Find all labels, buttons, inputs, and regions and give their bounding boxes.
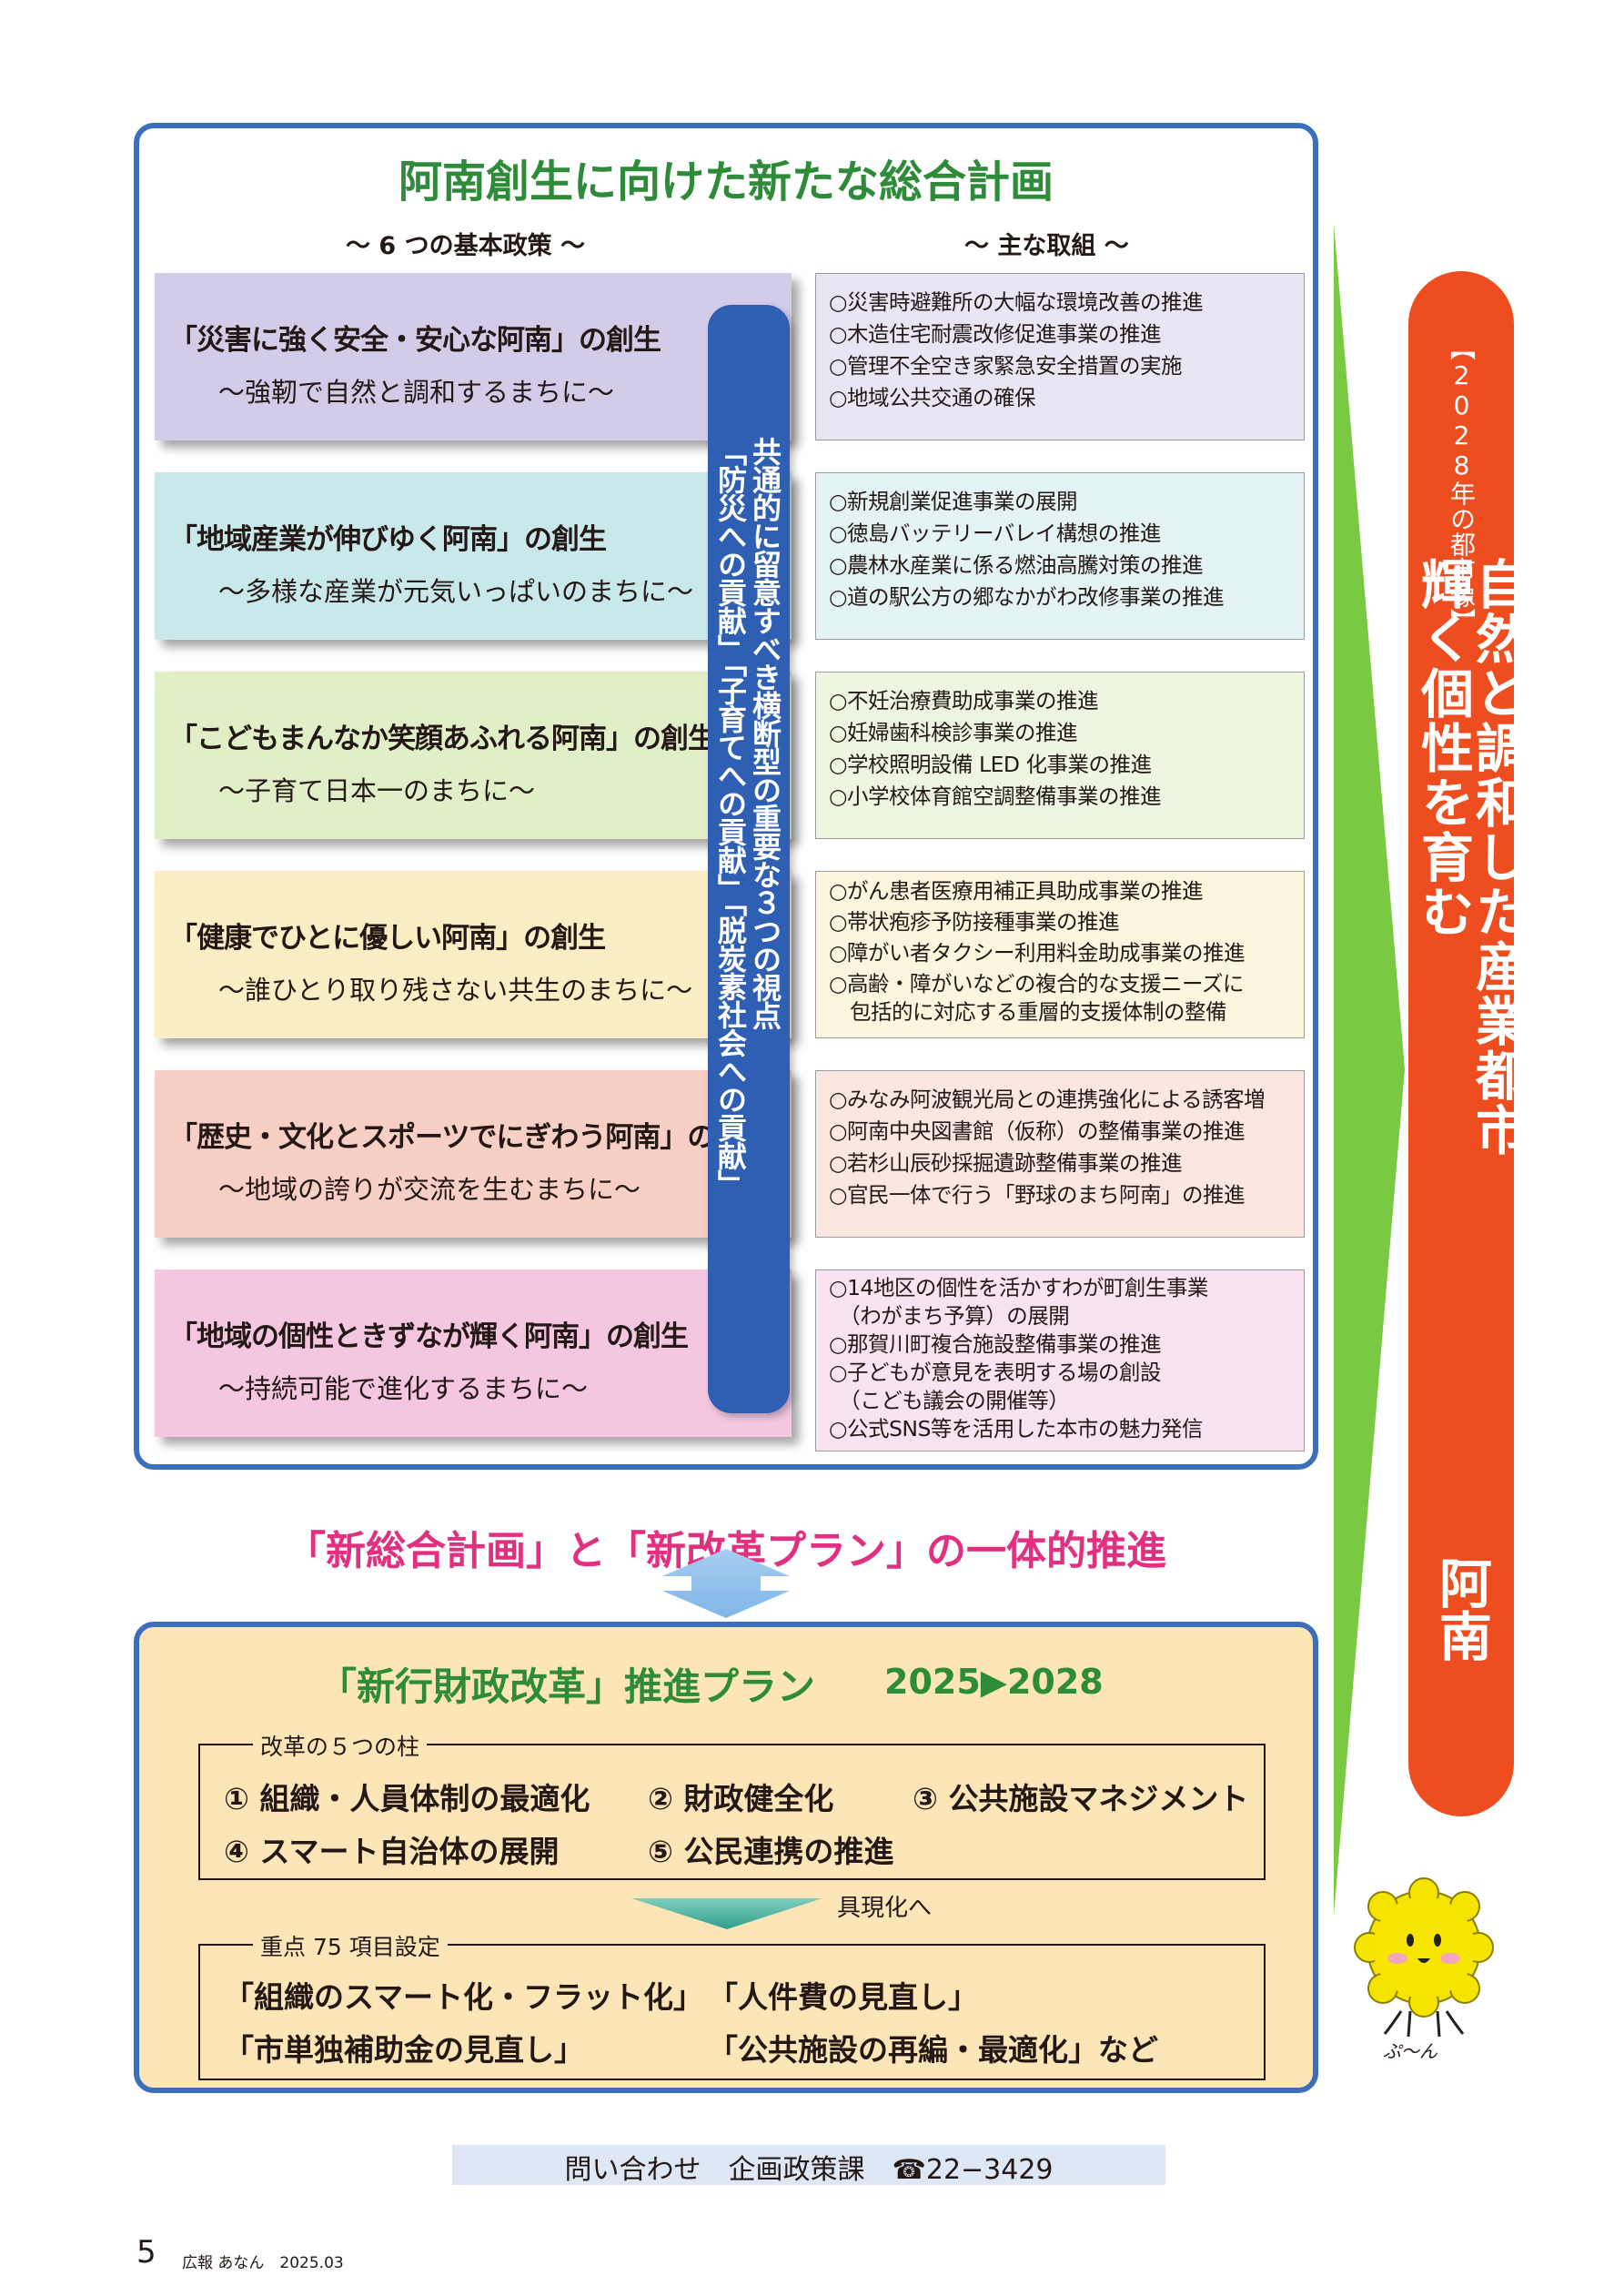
contact-bar: 問い合わせ 企画政策課 ☎22−3429 [452,2145,1165,2186]
policy-card-health: 「健康でひとに優しい阿南」の創生 ～誰ひとり取り残さない共生のまちに～ [155,871,792,1038]
initiatives-box-industry: ○新規創業促進事業の展開 ○徳島バッテリーバレイ構想の推進 ○農林水産業に係る燃… [815,472,1305,640]
pillars-frame [198,1744,1266,1880]
initiative-item: ○地域公共交通の確保 [829,385,1036,410]
plan-title: 阿南創生に向けた新たな総合計画 [398,157,1054,207]
policy-card-industry: 「地域産業が伸びゆく阿南」の創生 ～多様な産業が元気いっぱいのまちに～ [155,472,792,640]
initiatives-box-health: ○がん患者医療用補正具助成事業の推進 ○帯状疱疹予防接種事業の推進 ○障がい者タ… [815,871,1305,1038]
policy-subtitle: ～強靭で自然と調和するまちに～ [218,377,615,408]
initiative-item: ○高齢・障がいなどの複合的な支援ニーズに [829,971,1244,996]
initiatives-box-disaster: ○災害時避難所の大幅な環境改善の推進 ○木造住宅耐震改修促進事業の推進 ○管理不… [815,273,1305,440]
initiative-item: ○子どもが意見を表明する場の創設 [829,1360,1162,1385]
initiative-item: ○阿南中央図書館（仮称）の整備事業の推進 [829,1118,1246,1144]
initiative-item: ○管理不全空き家緊急安全措置の実施 [829,353,1183,379]
initiative-item: ○新規創業促進事業の展開 [829,489,1078,514]
policy-subtitle: ～子育て日本一のまちに～ [218,775,536,806]
city-vision-text: 輝く個性を育む 自然と調和した産業都市 [1408,557,1528,1158]
pillars-label: 改革の５つの柱 [253,1729,428,1762]
focus-item: 「組織のスマート化・フラット化」 [224,1979,704,2015]
initiatives-box-community: ○14地区の個性を活かすわが町創生事業 （わがまち予算）の展開 ○那賀川町複合施… [815,1269,1305,1451]
initiative-item: ○みなみ阿波観光局との連携強化による誘客増 [829,1087,1266,1112]
policy-card-community: 「地域の個性ときずなが輝く阿南」の創生 ～持続可能で進化するまちに～ [155,1269,792,1437]
city-vision-tag: 【2028年の都市像】 [1408,335,1514,633]
initiative-item: （わがまち予算）の展開 [829,1303,1070,1329]
initiative-item: ○官民一体で行う「野球のまち阿南」の推進 [829,1182,1246,1208]
initiative-item: ○がん患者医療用補正具助成事業の推進 [829,878,1204,904]
initiative-item: ○学校照明設備 LED 化事業の推進 [829,752,1152,777]
policy-title: 「地域の個性ときずなが輝く阿南」の創生 [169,1320,689,1353]
initiative-item: ○木造住宅耐震改修促進事業の推進 [829,321,1162,347]
pillar-item: ② 財政健全化 [648,1781,834,1816]
fiscal-plan-frame [134,1622,1318,2093]
city-vision-line2: 自然と調和した産業都市 [1467,557,1528,1158]
policy-title: 「地域産業が伸びゆく阿南」の創生 [169,523,607,556]
initiative-item: ○14地区の個性を活かすわが町創生事業 [829,1275,1208,1300]
initiative-item: ○小学校体育館空調整備事業の推進 [829,784,1162,809]
initiative-item: （こども議会の開催等） [829,1388,1070,1413]
policy-card-culture: 「歴史・文化とスポーツでにぎわう阿南」の創生 ～地域の誇りが交流を生むまちに～ [155,1070,792,1238]
viewpoints-heading: 共通的に留意すべき横断型の重要な３つの視点 [748,437,782,1029]
initiative-item: ○道の駅公方の郷なかがわ改修事業の推進 [829,584,1225,610]
double-arrow-icon [662,1549,790,1618]
city-vision-tag-text: 【2028年の都市像】 [1447,335,1477,633]
viewpoints-items: 「防災への貢献」「子育てへの貢献」「脱炭素社会への貢献」 [713,437,748,1198]
pillar-item: ① 組織・人員体制の最適化 [224,1781,590,1816]
pillar-item: ③ 公共施設マネジメント [913,1781,1249,1816]
policy-title: 「健康でひとに優しい阿南」の創生 [169,922,606,955]
initiative-item: ○不妊治療費助成事業の推進 [829,688,1099,713]
initiative-item: ○帯状疱疹予防接種事業の推進 [829,909,1120,935]
initiative-item: 包括的に対応する重層的支援体制の整備 [829,999,1227,1025]
policy-title: 「歴史・文化とスポーツでにぎわう阿南」の創生 [169,1121,770,1154]
initiative-item: ○徳島バッテリーバレイ構想の推進 [829,521,1161,546]
initiative-item: ○妊婦歯科検診事業の推進 [829,720,1078,745]
initiative-item: ○公式SNS等を活用した本市の魅力発信 [829,1416,1203,1441]
down-arrow-icon [631,1898,822,1929]
initiative-item: ○障がい者タクシー利用料金助成事業の推進 [829,940,1246,966]
focus-item: 「市単独補助金の見直し」 [224,2032,584,2068]
policy-subtitle: ～誰ひとり取り残さない共生のまちに～ [218,975,693,1006]
policy-title: 「こどもまんなか笑顔あふれる阿南」の創生 [169,723,716,755]
policy-subtitle: ～多様な産業が元気いっぱいのまちに～ [218,576,694,607]
pillar-item: ⑤ 公民連携の推進 [648,1834,894,1869]
publication-info: 広報 あなん 2025.03 [182,2254,344,2272]
viewpoints-band: 共通的に留意すべき横断型の重要な３つの視点 「防災への貢献」「子育てへの貢献」「… [708,305,790,1413]
initiatives-heading: ～ 主な取組 ～ [964,232,1129,260]
initiative-item: ○若杉山辰砂採掘遺跡整備事業の推進 [829,1150,1183,1176]
pillar-item: ④ スマート自治体の展開 [224,1834,560,1869]
policy-subtitle: ～地域の誇りが交流を生むまちに～ [218,1174,641,1205]
policy-card-children: 「こどもまんなか笑顔あふれる阿南」の創生 ～子育て日本一のまちに～ [155,672,792,839]
city-vision-band [1408,271,1514,1816]
initiatives-box-children: ○不妊治療費助成事業の推進 ○妊婦歯科検診事業の推進 ○学校照明設備 LED 化… [815,672,1305,839]
focus-frame [198,1944,1266,2080]
focus-label: 重点 75 項目設定 [253,1929,448,1962]
mascot-icon [1354,1877,1494,2038]
initiative-item: ○農林水産業に係る燃油高騰対策の推進 [829,552,1204,578]
page-number: 5 [136,2234,156,2271]
city-vision-line3: 阿南 [1430,1556,1492,1662]
city-vision-line1: 輝く個性を育む [1412,557,1474,939]
initiative-item: ○那賀川町複合施設整備事業の推進 [829,1331,1162,1357]
green-arrow-icon [1334,223,1405,1916]
contact-text: 問い合わせ 企画政策課 ☎22−3429 [564,2154,1054,2186]
policies-heading: ～ 6 つの基本政策 ～ [346,232,585,260]
mascot-caption: ぷ〜ん [1383,2040,1437,2062]
city-vision-name: 阿南 [1408,1556,1514,1662]
focus-item: 「人件費の見直し」 [708,1979,978,2015]
fiscal-plan-years: 2025▶2028 [884,1662,1104,1702]
policy-title: 「災害に強く安全・安心な阿南」の創生 [169,324,661,357]
fiscal-plan-title: 「新行財政改革」推進プラン [318,1664,816,1709]
initiative-item: ○災害時避難所の大幅な環境改善の推進 [829,289,1204,315]
policy-card-disaster: 「災害に強く安全・安心な阿南」の創生 ～強靭で自然と調和するまちに～ [155,273,792,440]
focus-item: 「公共施設の再編・最適化」など [708,2032,1158,2068]
initiatives-box-culture: ○みなみ阿波観光局との連携強化による誘客増 ○阿南中央図書館（仮称）の整備事業の… [815,1070,1305,1238]
policy-subtitle: ～持続可能で進化するまちに～ [218,1373,589,1404]
realize-label: 具現化へ [837,1895,933,1922]
